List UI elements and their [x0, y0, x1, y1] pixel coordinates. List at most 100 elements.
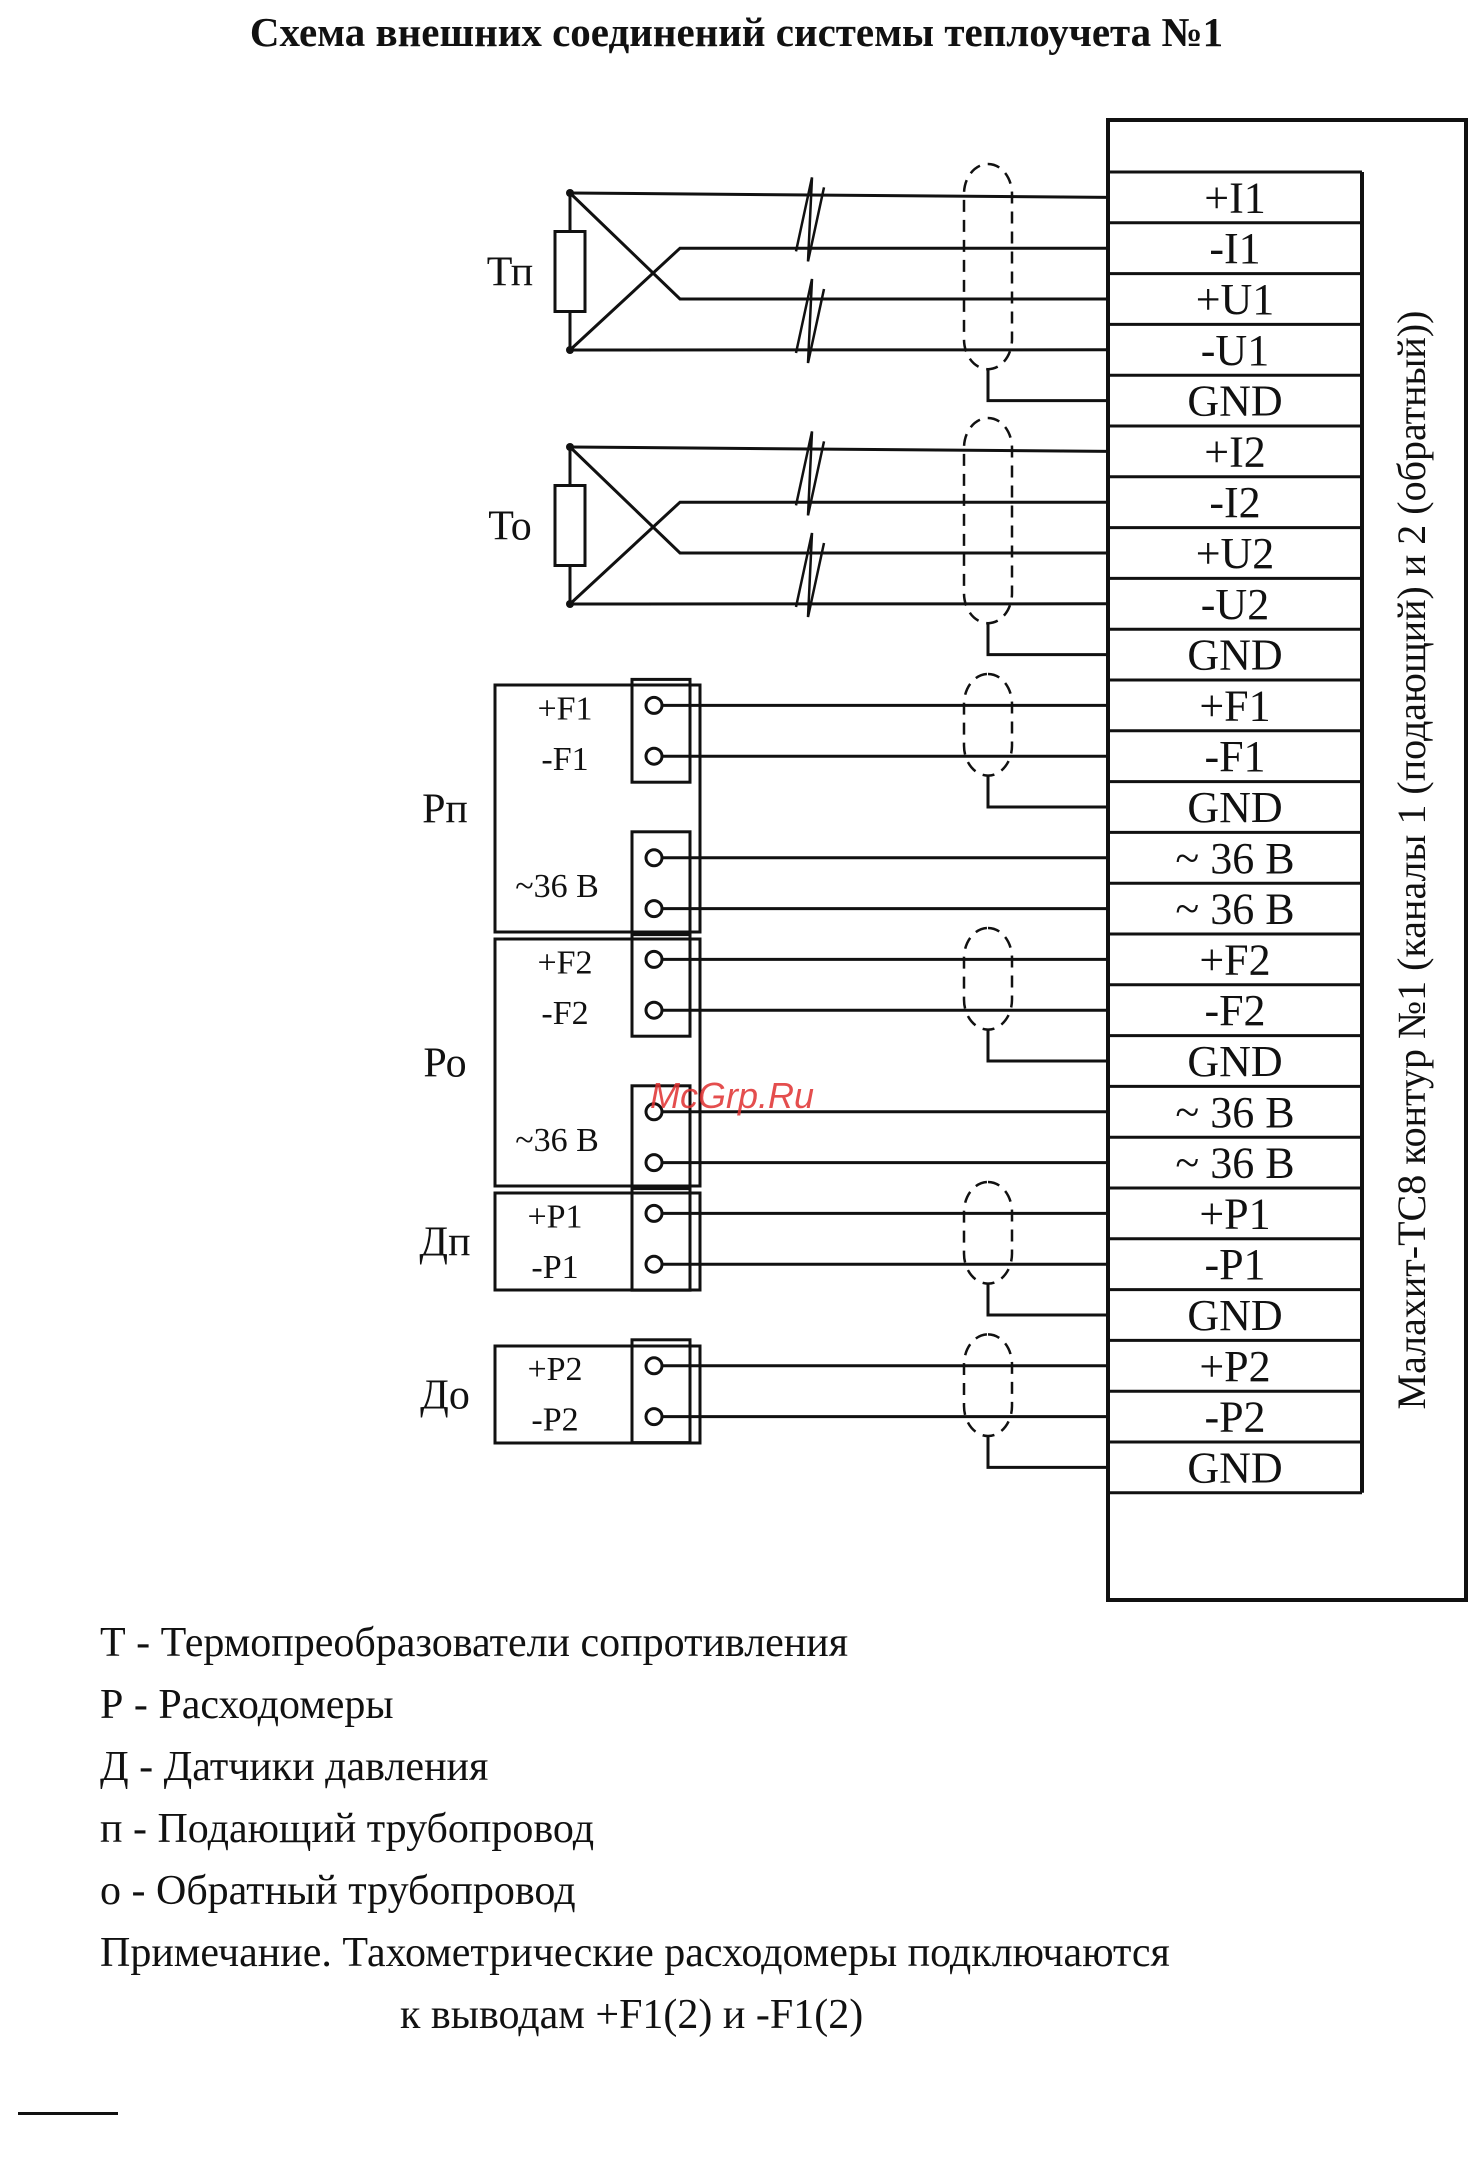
terminal-label: +I1 — [1204, 173, 1265, 222]
junction-dot — [566, 600, 574, 608]
flowmeter-box — [493, 683, 702, 934]
terminal-label: ~ 36 В — [1175, 885, 1294, 934]
junction-dot — [566, 443, 574, 451]
legend-line-r: Р - Расходомеры — [100, 1682, 394, 1728]
terminal-label: +F2 — [1199, 935, 1270, 984]
sensor-label-Dp: Дп — [419, 1220, 470, 1266]
signal-connector — [630, 1338, 692, 1445]
terminal-label: ~ 36 В — [1175, 1088, 1294, 1137]
power-connector — [630, 830, 692, 937]
screw-terminal — [644, 899, 664, 919]
terminal-label: -F1 — [1204, 732, 1265, 781]
terminal-label: GND — [1187, 377, 1282, 426]
screw-terminal — [644, 848, 664, 868]
flowmeter-box — [493, 937, 702, 1188]
wire — [568, 500, 1108, 606]
signal-connector — [630, 1185, 692, 1292]
gnd-wire — [986, 1283, 1108, 1317]
terminal-label: -P2 — [1204, 1393, 1265, 1442]
wire — [568, 191, 1108, 301]
pin-label: -F2 — [541, 995, 588, 1032]
gnd-wire — [986, 775, 1108, 809]
legend-line-d: Д - Датчики давления — [100, 1744, 489, 1790]
screw-terminal — [644, 1000, 664, 1020]
cable-shield — [962, 416, 1014, 625]
gnd-wire — [986, 623, 1108, 657]
terminal-label: -I1 — [1209, 224, 1260, 273]
footer-rule — [18, 2112, 118, 2115]
pin-label: +P2 — [527, 1351, 582, 1388]
terminal-label: -F2 — [1204, 986, 1265, 1035]
terminal-label: +U1 — [1196, 275, 1275, 324]
junction-dot — [566, 346, 574, 354]
screw-terminal — [644, 1254, 664, 1274]
signal-connector — [630, 931, 692, 1038]
screw-terminal — [644, 1407, 664, 1427]
cable-break-mark — [794, 532, 826, 618]
pin-label: +F1 — [537, 690, 592, 727]
resistor-icon — [553, 230, 587, 313]
terminal-label: GND — [1187, 1291, 1282, 1340]
pressure-sensor-box — [493, 1191, 702, 1292]
pin-label: -P1 — [531, 1249, 578, 1286]
cable-shield — [962, 672, 1014, 777]
cable-break-mark — [794, 431, 826, 516]
terminal-label: -I2 — [1209, 478, 1260, 527]
terminal-label: +I2 — [1204, 427, 1265, 476]
pin-label: +F2 — [537, 944, 592, 981]
terminal-label: GND — [1187, 631, 1282, 680]
cable-break-mark — [794, 278, 826, 364]
resistor-icon — [553, 484, 587, 567]
sensor-label-Do: До — [420, 1373, 470, 1419]
terminal-label: -U1 — [1201, 326, 1269, 375]
cable-shield — [962, 1333, 1014, 1438]
cable-break-mark — [794, 177, 826, 262]
terminal-label: -U2 — [1201, 580, 1269, 629]
legend-line-t: Т - Термопреобразователи сопротивления — [100, 1620, 849, 1666]
gnd-wire — [986, 1029, 1108, 1063]
legend-note: Примечание. Тахометрические расходомеры … — [100, 1930, 1170, 1976]
pressure-sensor-box — [493, 1344, 702, 1445]
legend-line-p: п - Подающий трубопровод — [100, 1806, 595, 1852]
terminal-label: +P1 — [1199, 1189, 1270, 1238]
junction-dot — [566, 189, 574, 197]
cable-shield — [962, 926, 1014, 1031]
screw-terminal — [644, 949, 664, 969]
signal-connector — [630, 677, 692, 784]
terminal-label: GND — [1187, 1037, 1282, 1086]
terminal-label: -P1 — [1204, 1240, 1265, 1289]
screw-terminal — [644, 1203, 664, 1223]
wire — [568, 445, 1108, 555]
sensor-label-Tp: Тп — [487, 250, 534, 296]
gnd-wire — [986, 369, 1108, 403]
legend-line-o: о - Обратный трубопровод — [100, 1868, 576, 1914]
gnd-wire — [986, 1436, 1108, 1469]
watermark-text: McGrp.Ru — [650, 1075, 814, 1116]
sensor-label-Rp: Рп — [422, 787, 468, 833]
power-label: ~36 В — [515, 868, 599, 905]
screw-terminal — [644, 1102, 664, 1122]
page-title: Схема внешних соединений системы теплоуч… — [249, 9, 1224, 55]
terminal-label: GND — [1187, 1443, 1282, 1492]
device-label: Малахит-ТС8 контур №1 (каналы 1 (подающи… — [1389, 311, 1434, 1410]
screw-terminal — [644, 695, 664, 715]
screw-terminal — [644, 746, 664, 766]
wire — [568, 246, 1108, 352]
cable-shields — [962, 162, 1014, 1438]
wire — [569, 191, 1109, 199]
cable-shield — [962, 162, 1014, 371]
device-block: +I1-I1+U1-U1GND+I2-I2+U2-U2GND+F1-F1GND~… — [1106, 118, 1468, 1602]
wire — [569, 445, 1109, 453]
power-label: ~36 В — [515, 1122, 599, 1159]
screw-terminal — [644, 1153, 664, 1173]
pin-label: -F1 — [541, 741, 588, 778]
wires — [568, 177, 1109, 1469]
terminal-label: +P2 — [1199, 1342, 1270, 1391]
terminal-label: GND — [1187, 783, 1282, 832]
terminal-label: ~ 36 В — [1175, 1139, 1294, 1188]
sensor-label-Ro: Ро — [423, 1041, 466, 1087]
sensor-label-To: То — [488, 504, 532, 550]
terminal-label: +F1 — [1199, 681, 1270, 730]
